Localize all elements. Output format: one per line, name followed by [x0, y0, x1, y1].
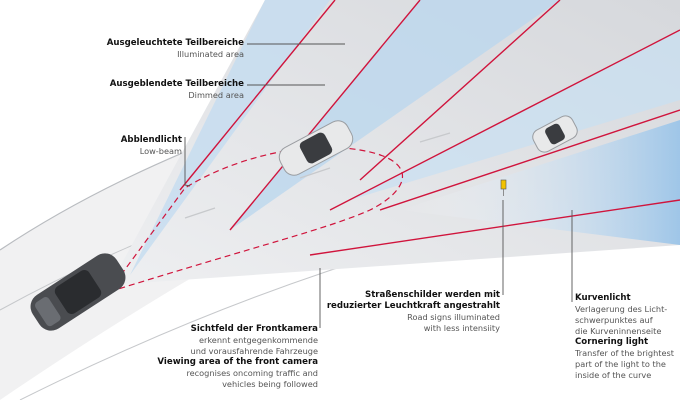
- label-en: Cornering light: [575, 337, 649, 347]
- dimmed-boundaries: [179, 0, 680, 256]
- label-de: Ausgeblendete Teilbereiche: [109, 79, 244, 89]
- label-line: Transfer of the brightest: [575, 348, 675, 358]
- label-line: erkennt entgegenkommende: [198, 335, 318, 345]
- label-en: Viewing area of the front camera: [157, 357, 318, 367]
- label-de: Ausgeleuchtete Teilbereiche: [106, 38, 244, 48]
- oncoming-car: [278, 120, 354, 176]
- low-beam-outline: [114, 146, 404, 291]
- label-line: schwerpunktes auf: [575, 315, 653, 325]
- label-front-camera: Sichtfeld der Frontkamera erkennt entgeg…: [140, 324, 318, 390]
- label-de: reduzierter Leuchtkraft angestrahlt: [326, 301, 500, 311]
- label-en: Dimmed area: [188, 90, 244, 100]
- label-road-signs: Straßenschilder werden mit reduzierter L…: [320, 290, 500, 334]
- illuminated-area: [230, 0, 560, 230]
- label-dimmed-area: Ausgeblendete Teilbereiche Dimmed area: [80, 79, 244, 101]
- label-line: vehicles being followed: [222, 379, 318, 389]
- label-low-beam: Abblendlicht Low-beam: [100, 135, 182, 157]
- label-de: Sichtfeld der Frontkamera: [190, 324, 318, 334]
- label-line: die Kurveninnenseite: [575, 326, 662, 336]
- leader-lines: [184, 43, 573, 328]
- lane-markings: [184, 132, 451, 219]
- label-line: part of the light to the: [575, 359, 666, 369]
- own-car: [30, 253, 126, 331]
- label-en: Low-beam: [139, 146, 182, 156]
- label-line: inside of the curve: [575, 370, 652, 380]
- illuminated-area: [400, 120, 680, 245]
- label-line: recognises oncoming traffic and: [186, 368, 318, 378]
- label-en: Illuminated area: [177, 49, 244, 59]
- label-de: Straßenschilder werden mit: [365, 290, 500, 300]
- label-line: und vorausfahrende Fahrzeuge: [190, 346, 319, 356]
- road-sign: [500, 179, 507, 190]
- illuminated-area: [130, 0, 330, 275]
- label-de: Kurvenlicht: [575, 293, 631, 303]
- label-en: Road signs illuminated: [407, 312, 500, 322]
- preceding-car: [532, 115, 578, 153]
- label-de: Abblendlicht: [120, 135, 182, 145]
- label-en: with less intensiity: [423, 323, 500, 333]
- label-line: Verlagerung des Licht-: [575, 304, 668, 314]
- label-illuminated-area: Ausgeleuchtete Teilbereiche Illuminated …: [80, 38, 244, 60]
- label-cornering-light: Kurvenlicht Verlagerung des Licht- schwe…: [575, 293, 680, 381]
